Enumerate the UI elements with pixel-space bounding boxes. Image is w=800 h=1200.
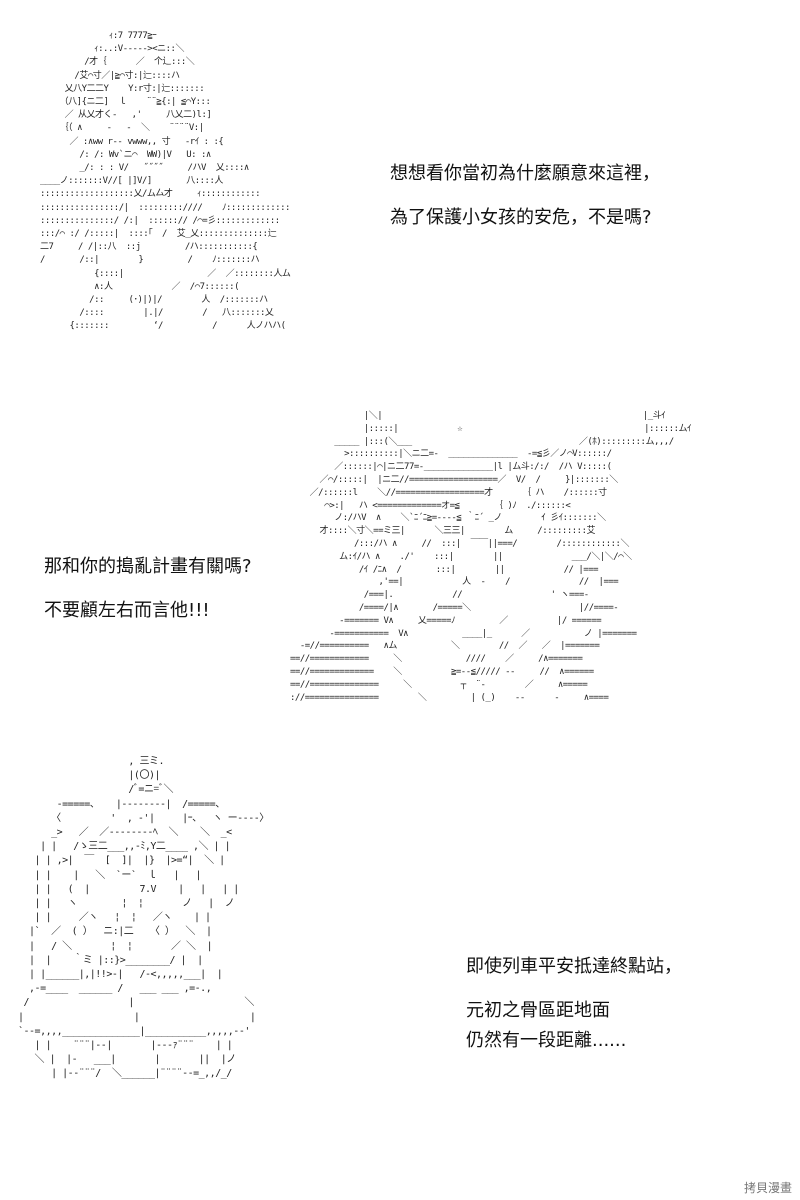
- ascii-art-shouting-face: |＼| |_斗ｲ |:::::| ☆ |::::::ムｲ _____ |:::(…: [290, 411, 692, 703]
- dialogue-line: 仍然有一段距離......: [466, 1030, 627, 1051]
- dialogue-line: 不要顧左右而言他!!!: [44, 600, 210, 621]
- dialogue-box-3: 即使列車平安抵達終點站， 元初之骨區距地面 仍然有一段距離......: [466, 955, 682, 1073]
- dialogue-box-1: 想想看你當初為什麼願意來這裡， 為了保護小女孩的安危，不是嗎?: [390, 162, 660, 250]
- dialogue-line: 為了保護小女孩的安危，不是嗎?: [390, 207, 652, 228]
- dialogue-line: 元初之骨區距地面: [466, 1000, 610, 1021]
- ascii-art-character-portrait: ｨ:7 7777≧ｰ ｨ:..:V-----><ニ::＼ /才｛ ／ 个辶:::…: [40, 31, 291, 332]
- dialogue-box-2: 那和你的搗亂計畫有關嗎? 不要顧左右而言他!!!: [44, 555, 252, 643]
- watermark-label: 拷貝漫畫: [743, 1181, 792, 1195]
- dialogue-line: 想想看你當初為什麼願意來這裡，: [390, 163, 660, 184]
- dialogue-line: 那和你的搗亂計畫有關嗎?: [44, 556, 252, 577]
- dialogue-line: 即使列車平安抵達終點站，: [466, 956, 682, 977]
- ascii-art-armored-figure: , 三ミ. |(〇)| /ﾞ=ニ=ﾞ＼ -=====、 |--------| /…: [18, 756, 269, 1080]
